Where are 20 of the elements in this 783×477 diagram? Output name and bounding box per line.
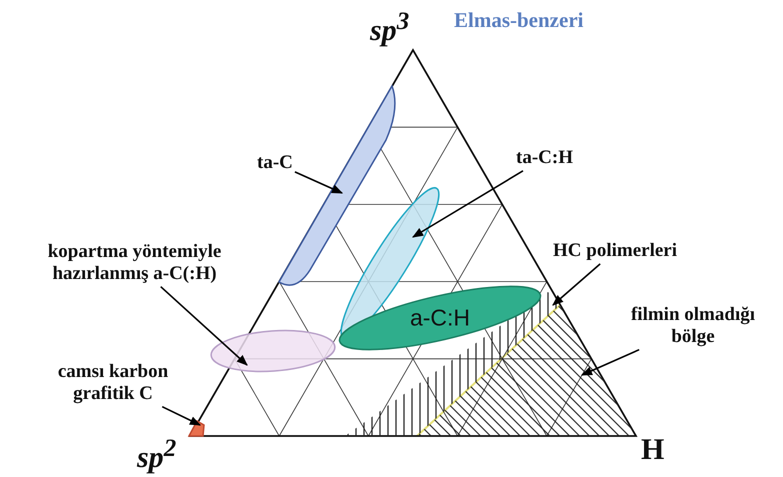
region-label: a-C:H [410,304,470,332]
sputtered-region [210,330,336,372]
region-label: kopartma yöntemiyle hazırlanmış a-C(:H) [12,241,257,285]
arrow [552,263,601,306]
region-label: filmin olmadığı bölge [608,304,778,348]
hatched-region [345,292,560,436]
region-label: ta-C [257,152,293,174]
graphitic-region [188,420,205,437]
vertex-label: H [641,433,664,467]
region-title: Elmas-benzeri [454,8,584,33]
region-label: ta-C:H [516,147,573,169]
vertex-label: sp$^{3}$ [370,8,410,48]
arrow [412,170,524,238]
vertex-label: sp$^{2}$ [137,435,176,475]
arrow [162,406,201,426]
arrow [160,286,248,366]
region-label: camsı karbon grafitik C [33,361,193,405]
arrow [294,171,344,194]
region-label: HC polimerleri [553,240,677,262]
arrow [580,348,640,376]
